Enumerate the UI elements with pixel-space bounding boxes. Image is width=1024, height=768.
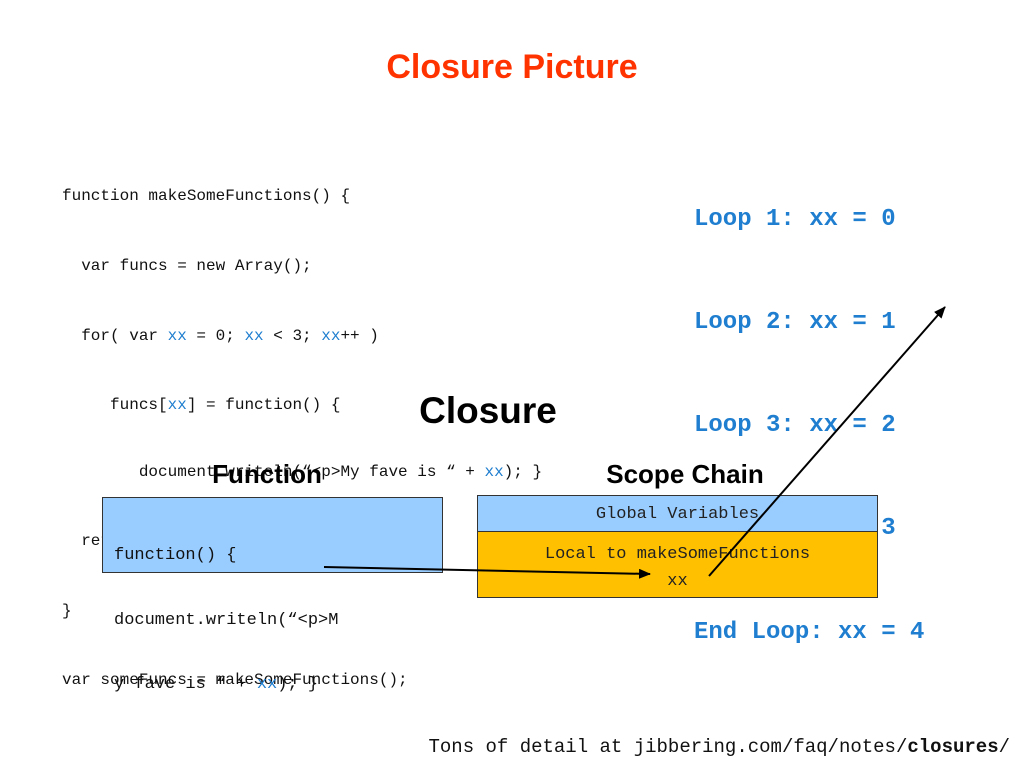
code-text: funcs[ xyxy=(62,396,168,415)
local-scope-box: Local to makeSomeFunctions xx xyxy=(477,531,878,598)
code-var-xx: xx xyxy=(167,396,187,415)
loop-line: Loop 2: xx = 1 xyxy=(694,309,896,337)
code-var-xx: xx xyxy=(484,462,504,481)
code-line: } xyxy=(62,601,72,620)
code-text: ] = function() { xyxy=(186,396,341,415)
closure-heading: Closure xyxy=(419,390,557,431)
code-line: function makeSomeFunctions() { xyxy=(62,187,351,206)
arrow-xx-to-end-loop xyxy=(708,306,946,577)
code-text: < 3; xyxy=(263,326,322,345)
function-box-line: document.writeln(“<p>M xyxy=(114,610,339,630)
footer-reference: Tons of detail at jibbering.com/faq/note… xyxy=(428,736,1010,758)
code-block: function makeSomeFunctions() { var funcs… xyxy=(62,139,542,716)
code-text: ); } xyxy=(503,462,543,481)
function-heading: Function xyxy=(212,459,322,489)
function-box: function() { document.writeln(“<p>M y fa… xyxy=(102,497,443,694)
function-box-line: function() { xyxy=(114,546,237,565)
code-line: document.writeln(“<p>My fave is “ + xx);… xyxy=(62,461,542,484)
code-text: for( var xyxy=(62,326,168,345)
footer-bold-text: closures xyxy=(907,736,999,758)
global-variables-box: Global Variables xyxy=(477,495,878,532)
footer-text: / xyxy=(998,736,1010,758)
function-box-line: y fave is “ + xx); } xyxy=(114,674,436,696)
code-var-xx: xx xyxy=(167,326,187,345)
code-line: var someFuncs = makeSomeFunctions(); xyxy=(62,671,408,690)
code-line: var funcs = new Array(); xyxy=(62,257,312,275)
code-text: document.writeln(“<p>My fave is “ + xyxy=(62,462,485,481)
slide-title: Closure Picture xyxy=(386,48,638,86)
code-var-xx: xx xyxy=(256,675,278,694)
arrow-function-to-scope xyxy=(323,566,651,579)
local-scope-var: xx xyxy=(667,572,688,591)
code-line: for( var xx = 0; xx < 3; xx++ ) xyxy=(62,325,542,348)
loop-line: Loop 3: xx = 2 xyxy=(694,412,896,440)
loop-line: Loop 1: xx = 0 xyxy=(694,205,896,233)
code-line: funcs[xx] = function() { xyxy=(62,394,542,414)
code-text: ); } xyxy=(277,675,319,694)
footer-text: Tons of detail at jibbering.com/faq/note… xyxy=(428,736,908,758)
local-scope-label: Local to makeSomeFunctions xyxy=(544,545,811,564)
code-var-xx: xx xyxy=(321,326,341,345)
code-text: = 0; xyxy=(186,326,245,345)
code-text: y fave is “ + xyxy=(114,675,257,694)
code-var-xx: xx xyxy=(244,326,264,345)
loop-line-end: End Loop: xx = 4 xyxy=(694,618,925,646)
code-text: ++ ) xyxy=(340,326,379,345)
scope-chain-heading: Scope Chain xyxy=(606,459,764,489)
